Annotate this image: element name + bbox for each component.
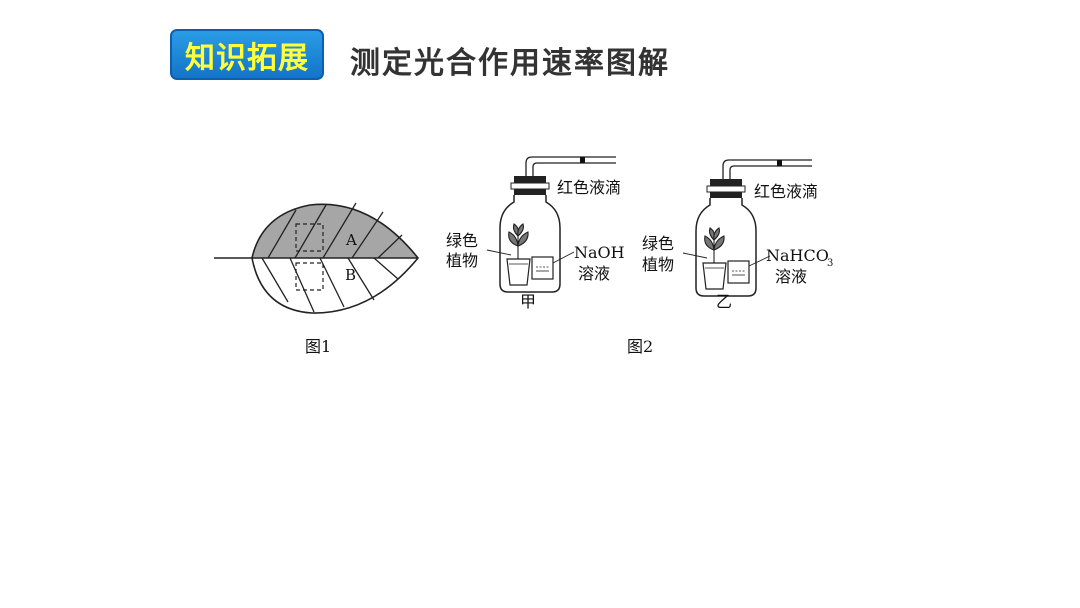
jar-body xyxy=(695,198,757,297)
jar-body xyxy=(499,195,561,293)
red-droplet xyxy=(580,157,585,163)
jia-plant-label-1: 绿色 xyxy=(446,231,478,250)
yi-name: 乙 xyxy=(716,292,732,311)
yi-solution-label-1: NaHCO xyxy=(766,246,829,265)
page-title: 测定光合作用速率图解 xyxy=(350,46,670,81)
jar-jia xyxy=(486,156,616,293)
jia-solution-label-1: NaOH xyxy=(574,243,625,262)
yi-solution-label-2: 溶液 xyxy=(775,267,807,286)
figure1-caption: 图1 xyxy=(305,337,331,356)
knowledge-badge: 知识拓展 xyxy=(170,29,324,80)
yi-droplet-label: 红色液滴 xyxy=(754,182,818,201)
leaf-diagram: A B xyxy=(214,202,420,314)
jia-plant-label-2: 植物 xyxy=(446,251,478,270)
leaf-shaded-half xyxy=(252,204,418,258)
yi-solution-subscript: 3 xyxy=(827,258,833,269)
jia-solution-label-2: 溶液 xyxy=(578,264,610,283)
sample-square-a xyxy=(295,223,324,252)
label-b: B xyxy=(345,266,356,284)
red-droplet xyxy=(777,160,782,166)
leaf-veins-lower xyxy=(261,257,399,313)
badge-label: 知识拓展 xyxy=(185,40,309,76)
yi-plant-label-1: 绿色 xyxy=(642,234,674,253)
jia-droplet-label: 红色液滴 xyxy=(557,178,621,197)
leaf-veins-upper xyxy=(267,202,403,259)
figure2-caption: 图2 xyxy=(627,337,653,356)
jia-name: 甲 xyxy=(520,292,536,311)
yi-plant-label-2: 植物 xyxy=(642,255,674,274)
sample-square-b xyxy=(295,262,324,291)
label-a: A xyxy=(345,231,357,249)
jar-yi xyxy=(682,159,812,297)
